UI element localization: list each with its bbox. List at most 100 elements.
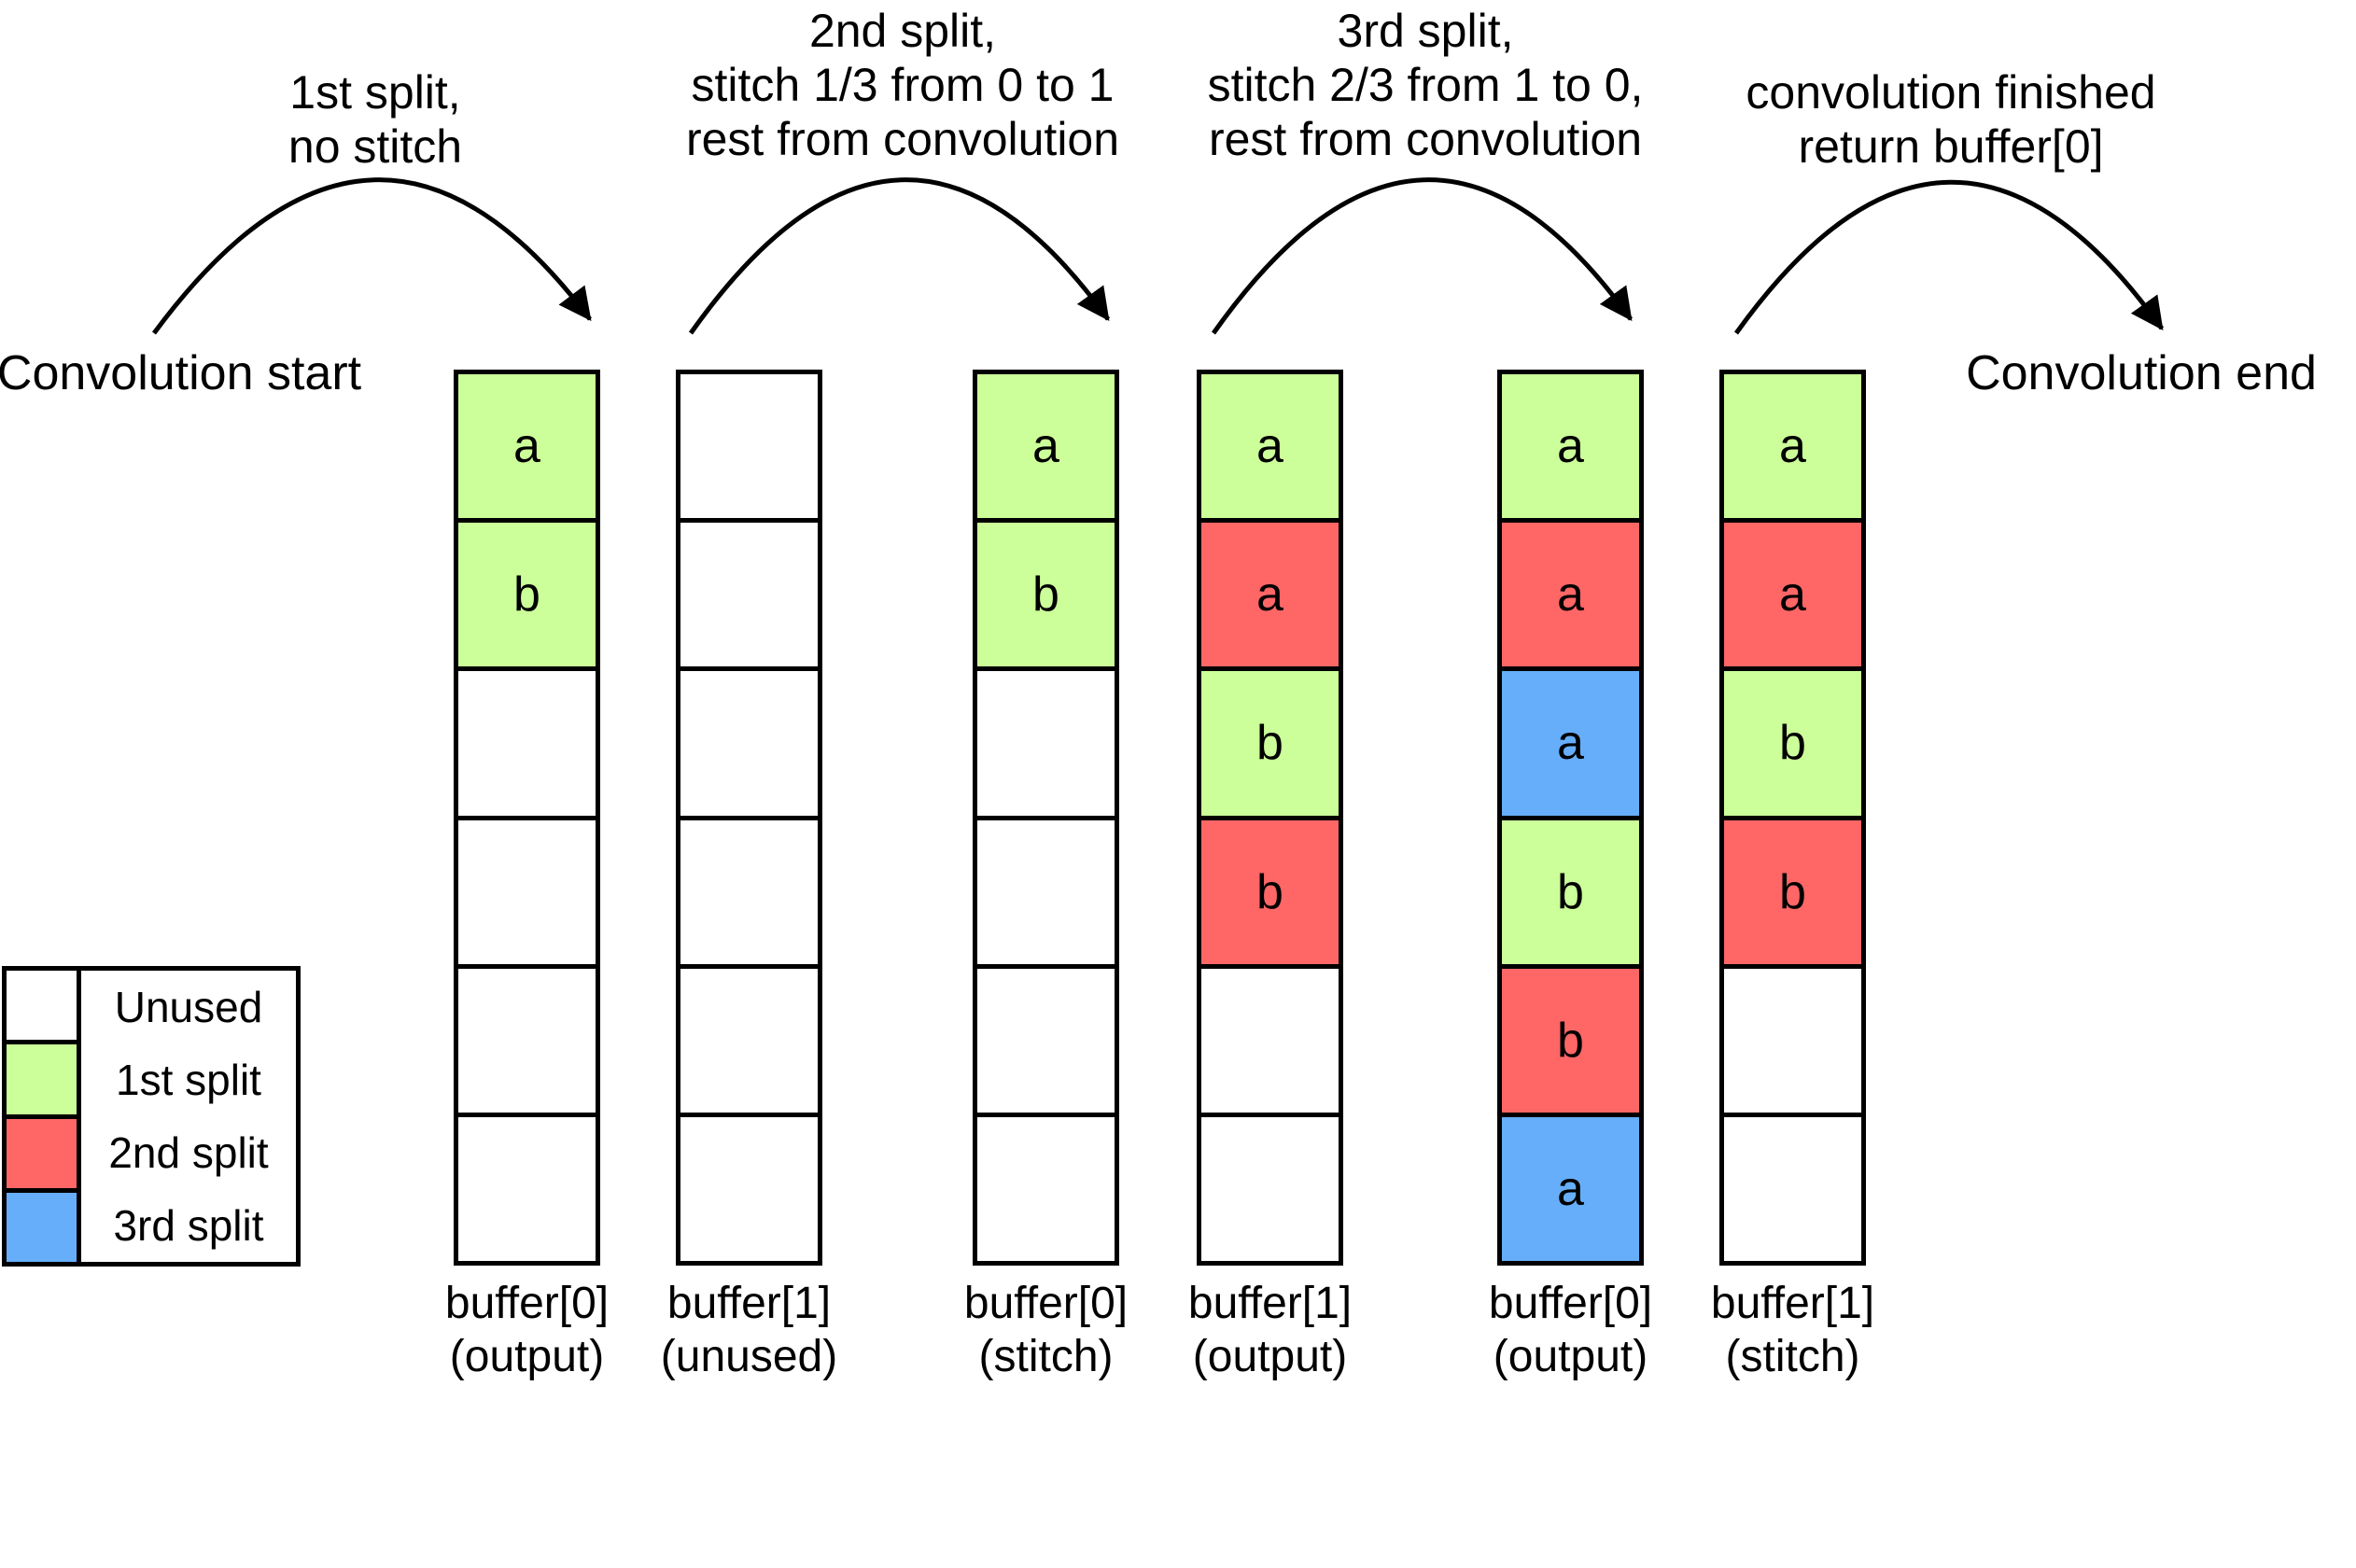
cell-letter: a (1032, 419, 1059, 474)
stage-label-2-line-1: 2nd split, (808, 5, 997, 57)
cell-letter: a (1256, 567, 1283, 623)
buffer-2-cell-5-unused (977, 1116, 1115, 1262)
stage-label-1: 1st split,no stitch (288, 65, 462, 174)
buffer-3-cell-0-1st: a (1201, 374, 1339, 524)
buffer-caption-1: buffer[1](unused) (661, 1277, 837, 1383)
stage-label-4-line-2: return buffer[0] (1798, 120, 2104, 173)
buffer-caption-name: buffer[0] (963, 1279, 1129, 1328)
cell-letter: b (1779, 864, 1806, 919)
buffer-caption-4: buffer[0](output) (1489, 1277, 1652, 1383)
buffer-4-cell-3-1st: b (1502, 819, 1639, 969)
buffer-caption-role: (output) (449, 1332, 605, 1381)
stage4-arrow (1733, 179, 2165, 335)
cell-letter: a (1557, 419, 1584, 474)
buffer-2-cell-0-1st: a (977, 374, 1115, 524)
cell-letter: a (1779, 419, 1806, 474)
buffer-column-3: a a b b (1197, 370, 1343, 1266)
stage-label-3: 3rd split,stitch 2/3 from 1 to 0,rest fr… (1208, 4, 1644, 166)
buffer-caption-2: buffer[0](stitch) (964, 1277, 1128, 1383)
buffer-caption-name: buffer[1] (666, 1279, 832, 1328)
buffer-caption-3: buffer[1](output) (1188, 1277, 1352, 1383)
buffer-5-cell-5-unused (1724, 1116, 1861, 1262)
buffer-5-cell-1-2nd: a (1724, 523, 1861, 672)
stage-label-3-line-1: 3rd split, (1337, 5, 1514, 57)
buffer-4-cell-0-1st: a (1502, 374, 1639, 524)
legend-swatch-3rd (7, 1192, 77, 1262)
cell-letter: a (513, 419, 540, 474)
buffer-1-cell-0-unused (680, 374, 818, 524)
buffer-0-cell-1-1st: b (458, 523, 596, 672)
buffer-caption-role: (output) (1493, 1332, 1648, 1381)
buffer-caption-name: buffer[0] (1488, 1279, 1653, 1328)
legend-label-unused: Unused (114, 983, 263, 1031)
buffer-0-cell-4-unused (458, 968, 596, 1117)
buffer-0-cell-0-1st: a (458, 374, 596, 524)
stage-label-3-line-2: stitch 2/3 from 1 to 0, (1207, 59, 1644, 111)
buffer-3-cell-4-unused (1201, 968, 1339, 1117)
stage-label-2-line-2: stitch 1/3 from 0 to 1 (691, 59, 1115, 111)
cell-letter: a (1557, 567, 1584, 623)
buffer-caption-role: (output) (1192, 1332, 1348, 1381)
legend-label-1st: 1st split (116, 1056, 261, 1104)
buffer-3-cell-3-2nd: b (1201, 819, 1339, 969)
buffer-2-cell-2-unused (977, 671, 1115, 820)
legend-swatch-unused (7, 971, 77, 1045)
stage1-arrow (151, 177, 592, 335)
cell-letter: b (1557, 1013, 1584, 1068)
buffer-1-cell-3-unused (680, 819, 818, 969)
buffer-5-cell-3-2nd: b (1724, 819, 1861, 969)
cell-letter: a (1779, 567, 1806, 623)
stage3-arrow (1211, 177, 1634, 335)
convolution-start-label: Convolution start (0, 346, 362, 400)
legend-swatch-column (7, 971, 81, 1262)
buffer-3-cell-2-1st: b (1201, 671, 1339, 820)
cell-letter: b (1557, 864, 1584, 919)
cell-letter: b (1256, 864, 1283, 919)
buffer-0-cell-3-unused (458, 819, 596, 969)
legend-label-column: Unused 1st split 2nd split 3rd split (81, 971, 296, 1262)
cell-letter: a (1256, 419, 1283, 474)
legend-swatch-1st (7, 1044, 77, 1119)
buffer-1-cell-5-unused (680, 1116, 818, 1262)
buffer-caption-5: buffer[1](stitch) (1711, 1277, 1874, 1383)
cell-letter: b (1256, 716, 1283, 771)
legend-label-3rd: 3rd split (113, 1201, 264, 1250)
buffer-4-cell-4-2nd: b (1502, 968, 1639, 1117)
buffer-3-cell-5-unused (1201, 1116, 1339, 1262)
buffer-5-cell-2-1st: b (1724, 671, 1861, 820)
buffer-column-5: a a b b (1719, 370, 1866, 1266)
cell-letter: a (1557, 716, 1584, 771)
cell-letter: b (1032, 567, 1059, 623)
buffer-0-cell-2-unused (458, 671, 596, 820)
buffer-1-cell-1-unused (680, 523, 818, 672)
stage-label-1-line-1: 1st split, (289, 66, 461, 119)
buffer-4-cell-5-3rd: a (1502, 1116, 1639, 1262)
buffer-caption-name: buffer[0] (444, 1279, 610, 1328)
legend-label-2nd: 2nd split (108, 1128, 269, 1177)
buffer-caption-role: (stitch) (1725, 1332, 1860, 1381)
buffer-caption-name: buffer[1] (1710, 1279, 1875, 1328)
convolution-end-label: Convolution end (1966, 346, 2317, 400)
cell-letter: b (513, 567, 540, 623)
legend: Unused 1st split 2nd split 3rd split (2, 966, 301, 1267)
cell-letter: b (1779, 716, 1806, 771)
buffer-5-cell-4-unused (1724, 968, 1861, 1117)
stage-label-1-line-2: no stitch (287, 120, 463, 173)
buffer-caption-name: buffer[1] (1187, 1279, 1353, 1328)
buffer-3-cell-1-2nd: a (1201, 523, 1339, 672)
buffer-2-cell-1-1st: b (977, 523, 1115, 672)
legend-swatch-2nd (7, 1118, 77, 1193)
buffer-5-cell-0-1st: a (1724, 374, 1861, 524)
buffer-caption-role: (unused) (660, 1332, 838, 1381)
stage-label-3-line-3: rest from convolution (1208, 113, 1643, 165)
buffer-1-cell-4-unused (680, 968, 818, 1117)
buffer-0-cell-5-unused (458, 1116, 596, 1262)
buffer-caption-0: buffer[0](output) (445, 1277, 609, 1383)
buffer-4-cell-2-3rd: a (1502, 671, 1639, 820)
